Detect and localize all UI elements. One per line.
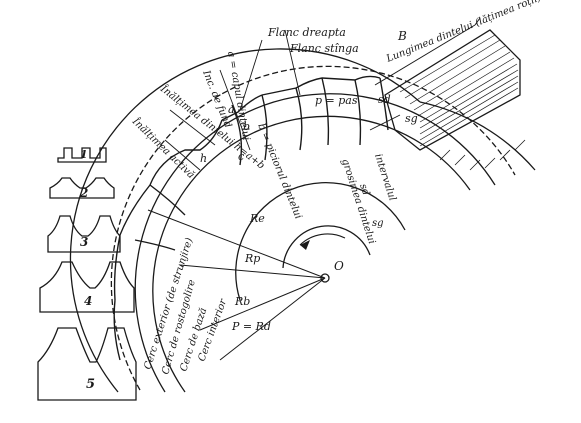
label-Rb: Rb: [234, 295, 250, 308]
label-gap-width: intervalul: [372, 153, 398, 203]
label-tooth-thickness: grosimea dintelui: [339, 158, 377, 246]
radius-Rb: [199, 277, 326, 331]
tooth-profile-4: [39, 261, 135, 313]
radius-Re: [147, 209, 326, 279]
rotation-arrow: [299, 233, 346, 246]
mark-b: b: [243, 120, 250, 133]
tooth-profile-1: [57, 147, 107, 163]
label-flank-left: Flanc stînga: [289, 42, 359, 55]
label-B: B: [397, 29, 407, 43]
radius-Rd: [219, 277, 326, 361]
label-sg: sg: [372, 218, 384, 229]
label-face-width: Lungimea dintelui (lățimea roții): [384, 0, 543, 65]
gear-teeth: [113, 75, 389, 361]
label-flank-right: Flanc dreapta: [267, 26, 346, 39]
tooth-profile-3: [47, 215, 121, 253]
radius-Rp: [179, 264, 326, 279]
center-and-radii: [147, 209, 346, 361]
face-width-block: [374, 17, 526, 171]
label-Re: Re: [249, 212, 265, 225]
mark-c: c: [238, 150, 244, 163]
label-sd: sd: [357, 183, 371, 197]
hub-arc: [282, 225, 371, 269]
mark-a: a: [228, 103, 235, 116]
profile-number-1: 1: [80, 148, 88, 161]
profile-number-4: 4: [84, 294, 92, 308]
label-Rp: Rp: [244, 252, 260, 265]
root-circle-arc: [152, 115, 471, 393]
leader-lines: [164, 29, 401, 171]
tooth-profile-2: [49, 177, 115, 199]
label-tooth-foot: b = piciorul dintelui: [255, 122, 303, 221]
hub-arc-2: [235, 182, 406, 301]
tooth-profile-5: [37, 327, 137, 401]
mark-h: h: [200, 152, 207, 165]
label-pitch: p = pas: [315, 94, 358, 107]
profile-number-3: 3: [80, 235, 88, 249]
tooth-profiles: [37, 147, 137, 401]
outer-circle-arc: [69, 48, 421, 393]
label-active-height: Înălțimea activă: [129, 115, 197, 181]
profile-number-5: 5: [86, 377, 95, 392]
profile-number-2: 2: [79, 186, 88, 200]
label-center-O: O: [334, 259, 344, 273]
base-circle-arc: [134, 93, 496, 393]
label-sg-top: sg: [405, 112, 418, 125]
label-sd-top: sd: [378, 93, 391, 106]
rotation-arrowhead: [300, 240, 310, 250]
label-Rd: P = Rd: [231, 320, 271, 333]
